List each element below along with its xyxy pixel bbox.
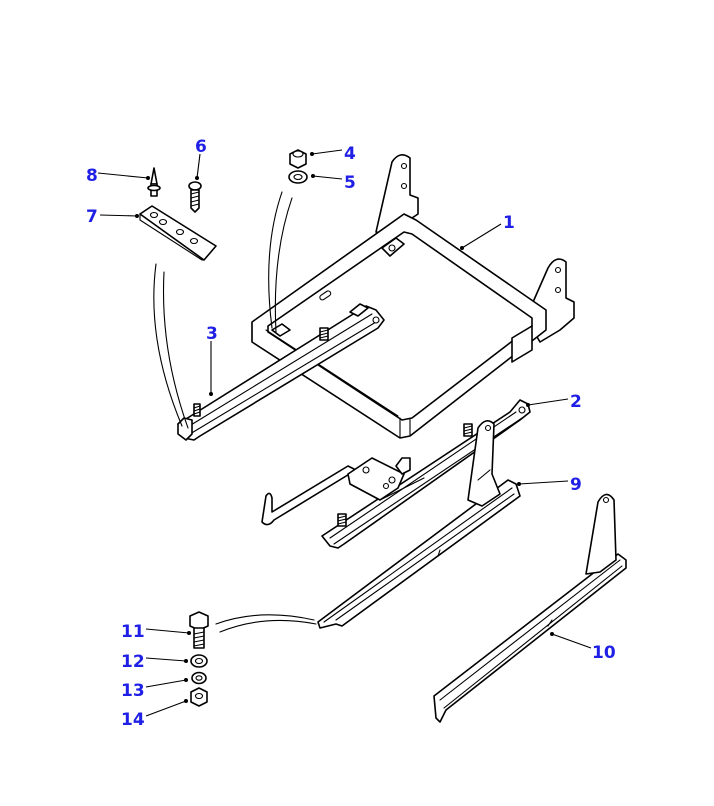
callout-2: 2 bbox=[570, 392, 582, 412]
rivet-part bbox=[147, 167, 161, 197]
callout-10: 10 bbox=[592, 643, 616, 663]
callout-3: 3 bbox=[206, 324, 218, 344]
plain-washer-part bbox=[190, 654, 208, 668]
callout-11: 11 bbox=[121, 622, 145, 642]
small-nut-part bbox=[190, 687, 208, 707]
callout-13: 13 bbox=[121, 681, 145, 701]
callout-8: 8 bbox=[86, 166, 98, 186]
nut-part bbox=[289, 149, 307, 169]
callout-9: 9 bbox=[570, 475, 582, 495]
callout-6: 6 bbox=[195, 137, 207, 157]
assembly-guide-lines bbox=[153, 191, 317, 633]
callout-4: 4 bbox=[344, 144, 356, 164]
washer-part bbox=[288, 170, 308, 184]
callout-labels: 1 2 3 4 5 6 7 8 9 10 11 12 13 14 bbox=[86, 137, 616, 730]
callout-12: 12 bbox=[121, 652, 145, 672]
callout-7: 7 bbox=[86, 207, 98, 227]
mounting-bracket-plate-part bbox=[139, 205, 217, 261]
callout-14: 14 bbox=[121, 710, 145, 730]
bolt-part bbox=[189, 611, 209, 649]
callout-5: 5 bbox=[344, 173, 356, 193]
spring-washer-part bbox=[191, 671, 207, 685]
leader-lines bbox=[97, 149, 592, 717]
screw-part bbox=[188, 181, 202, 213]
callout-1: 1 bbox=[503, 213, 515, 233]
support-runner-9-part bbox=[317, 420, 521, 629]
support-runner-10-part bbox=[433, 493, 627, 723]
seat-frame-part bbox=[251, 154, 575, 439]
